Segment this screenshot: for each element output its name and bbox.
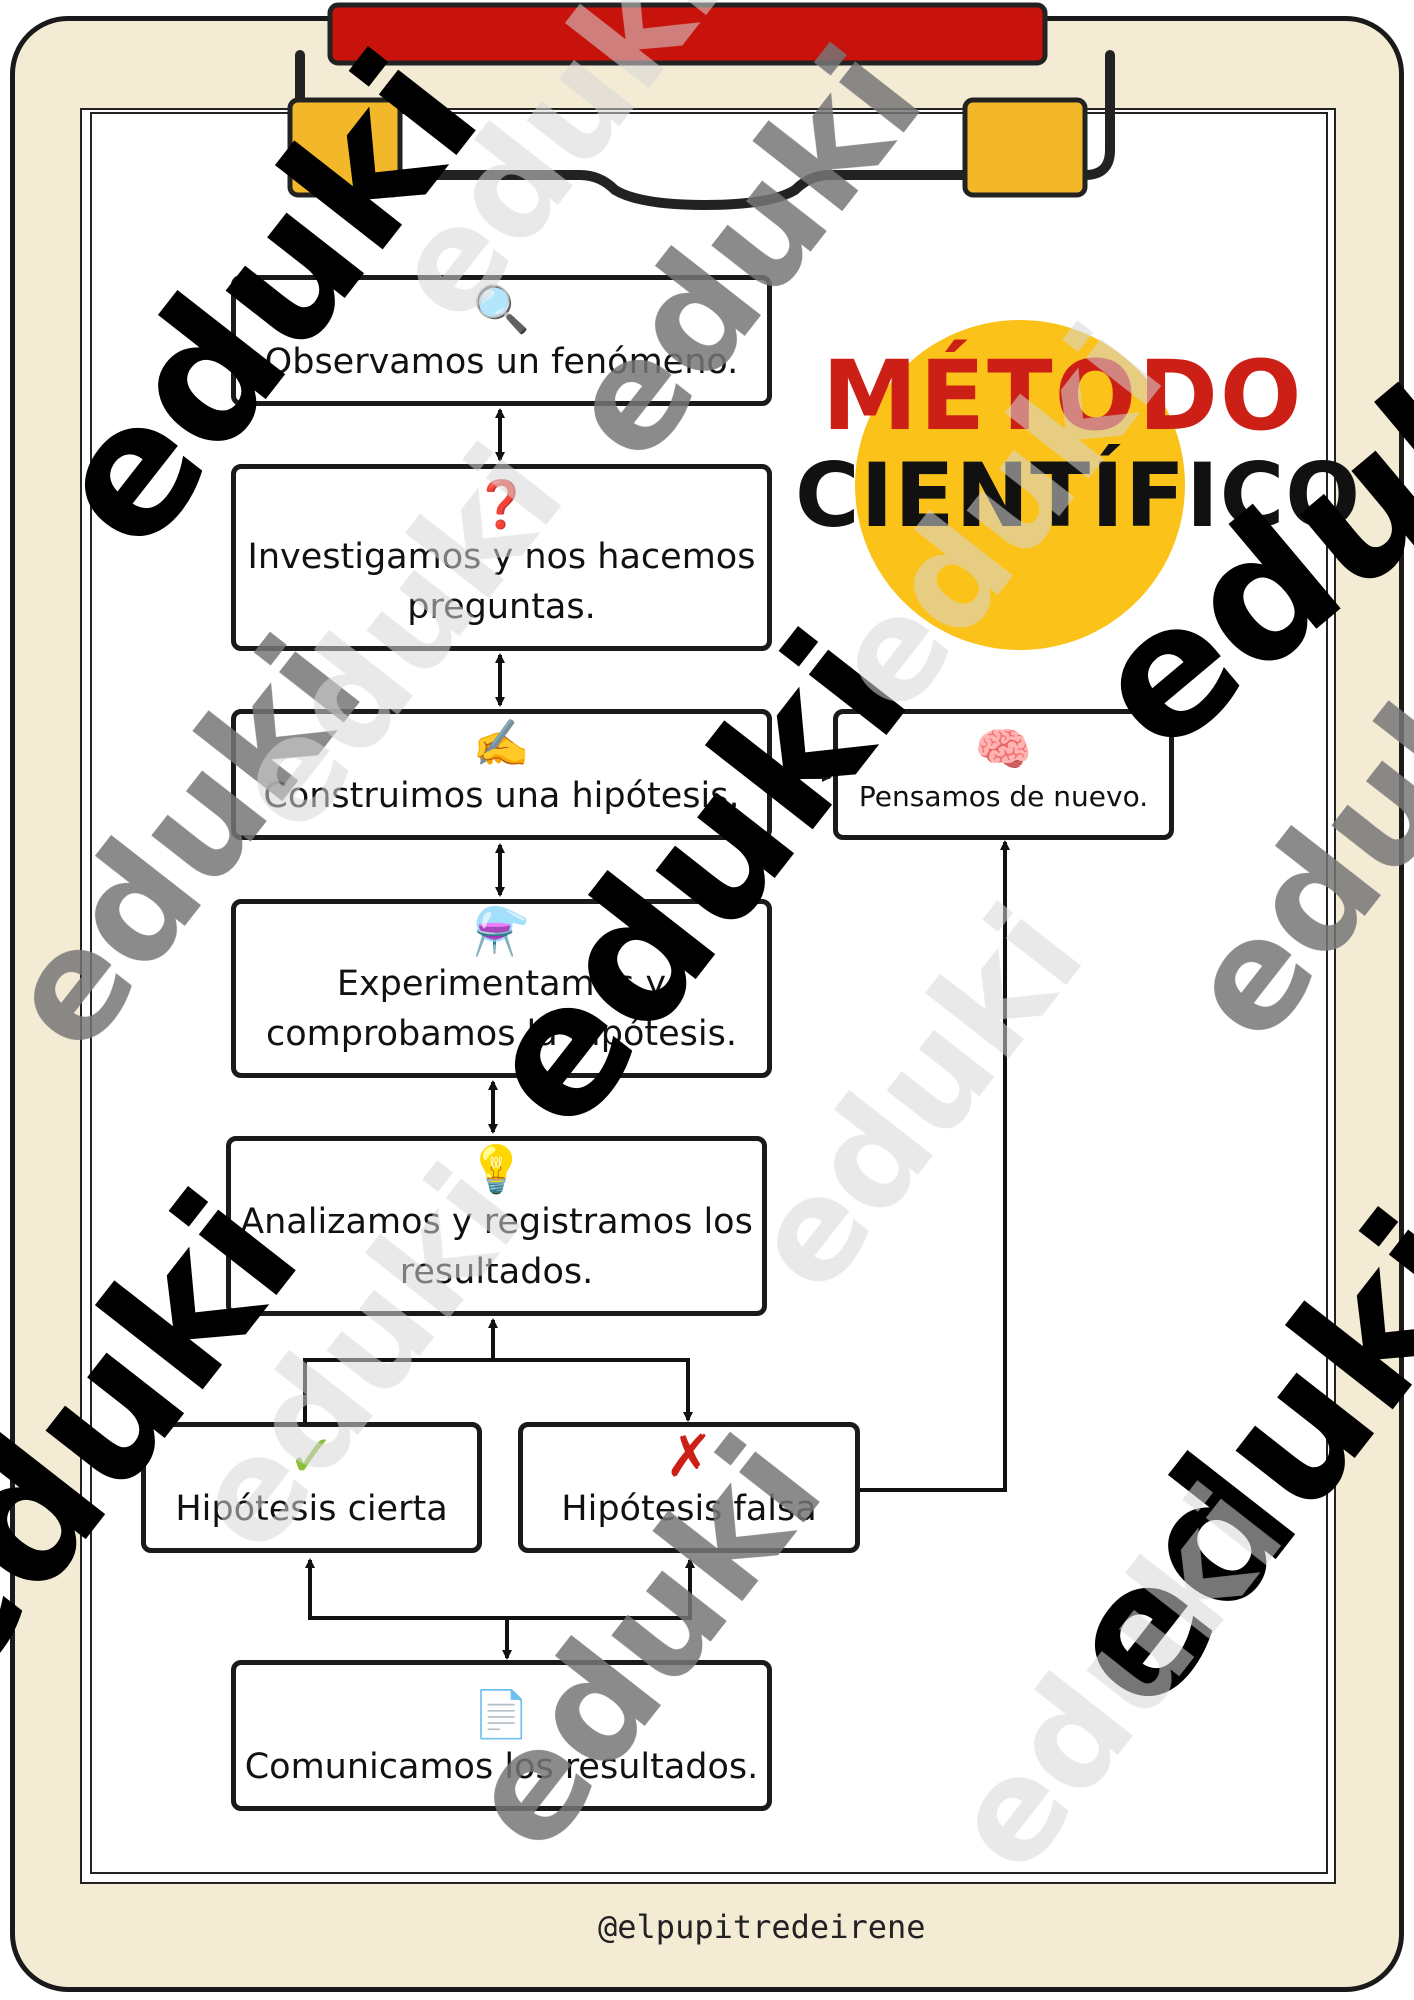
step-rethink: 🧠 Pensamos de nuevo.: [833, 709, 1174, 840]
lightbulb-icon: 💡: [467, 1142, 526, 1196]
step-investigate-text: Investigamos y nos hacemos preguntas.: [247, 537, 756, 627]
step-communicate: 📄 Comunicamos los resultados.: [231, 1660, 772, 1811]
step-hypothesis-false: ✗ Hipótesis falsa: [518, 1422, 860, 1553]
step-rethink-text: Pensamos de nuevo.: [858, 780, 1149, 813]
cross-icon: ✗: [664, 1422, 714, 1490]
step-hypothesis-true: ✓ Hipótesis cierta: [141, 1422, 482, 1553]
footer-credit: @elpupitredeirene: [598, 1908, 926, 1946]
step-true-text: Hipótesis cierta: [175, 1489, 448, 1529]
step-false-text: Hipótesis falsa: [561, 1489, 817, 1529]
step-experiment: ⚗️ Experimentamos y comprobamos la hipót…: [231, 899, 772, 1078]
magnifier-icon: 🔍: [472, 282, 531, 336]
title-line-1: MÉTODO: [822, 340, 1304, 452]
step-analyze-text: Analizamos y registramos los resultados.: [240, 1202, 753, 1292]
step-observe: 🔍 Observamos un fenómeno.: [231, 275, 772, 406]
step-investigate: ❓ Investigamos y nos hacemos preguntas.: [231, 464, 772, 651]
writing-hand-icon: ✍️: [472, 716, 531, 770]
step-experiment-text: Experimentamos y comprobamos la hipótesi…: [266, 964, 737, 1054]
brain-icon: 🧠: [974, 722, 1033, 776]
question-mark-icon: ❓: [472, 477, 531, 531]
step-observe-text: Observamos un fenómeno.: [264, 342, 739, 382]
flask-icon: ⚗️: [472, 904, 531, 958]
check-icon: ✓: [287, 1422, 336, 1490]
title-line-2: CIENTÍFICO: [795, 444, 1362, 547]
step-communicate-text: Comunicamos los resultados.: [244, 1747, 759, 1787]
document-chart-icon: 📄: [472, 1687, 531, 1741]
step-hypothesis-text: Construimos una hipótesis.: [263, 776, 740, 816]
step-hypothesis: ✍️ Construimos una hipótesis.: [231, 709, 772, 840]
step-analyze: 💡 Analizamos y registramos los resultado…: [226, 1136, 767, 1316]
